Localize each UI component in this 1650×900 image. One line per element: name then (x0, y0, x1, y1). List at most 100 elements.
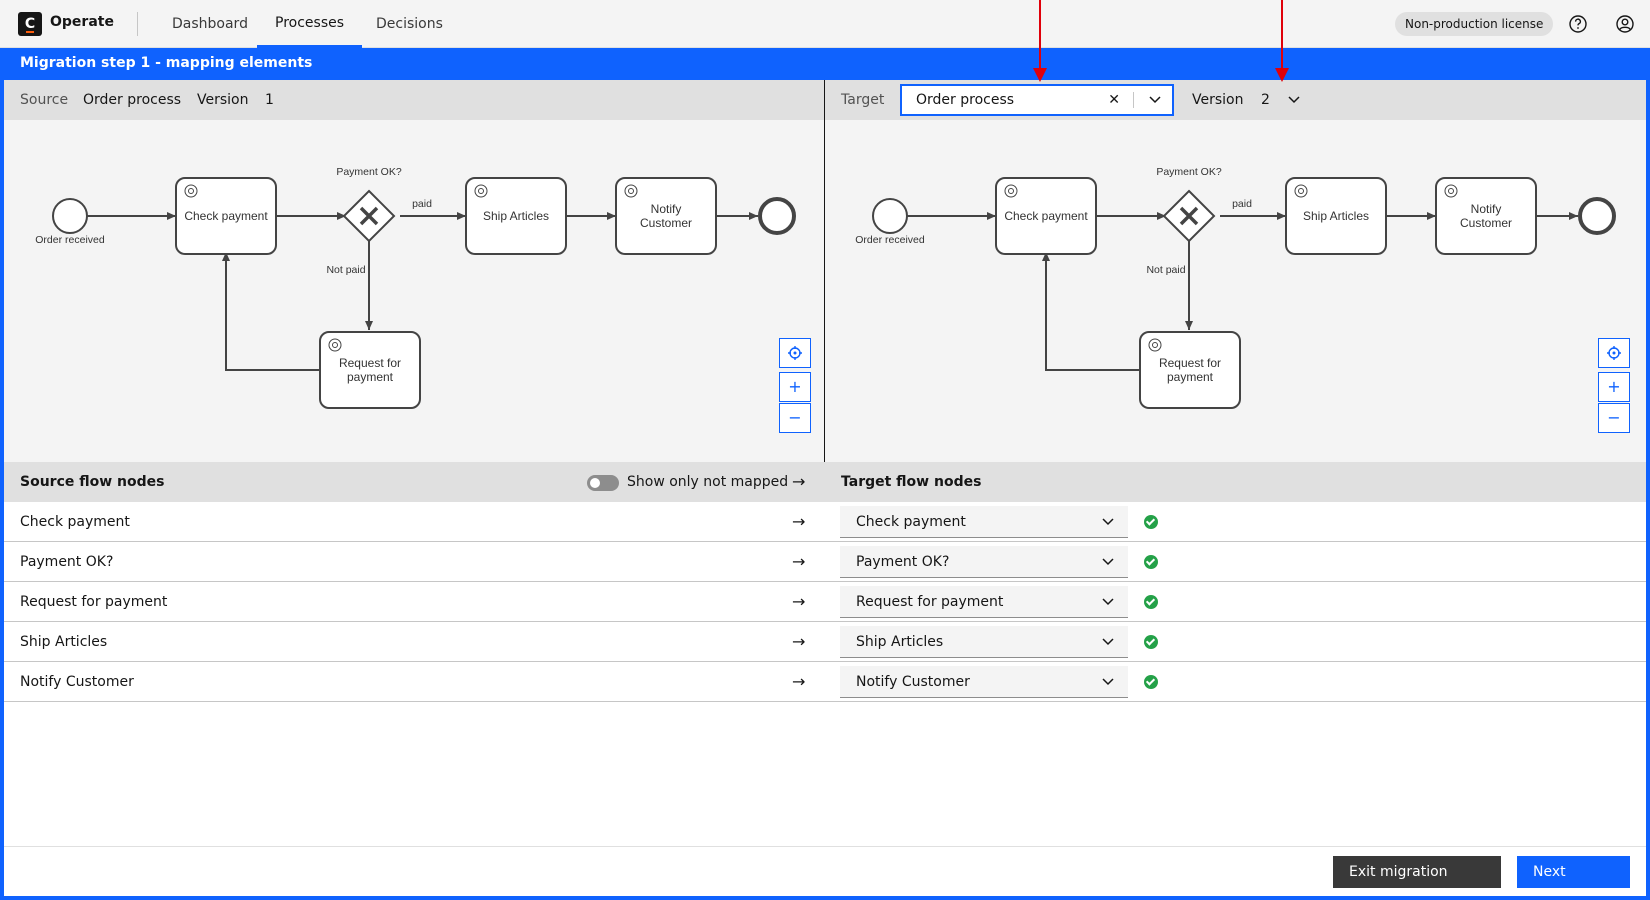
source-diagram[interactable]: Order received Check payment Payment OK?… (4, 120, 824, 462)
source-panel-header: Source Order process Version 1 (4, 80, 824, 120)
task-check-payment[interactable] (175, 177, 277, 255)
nav-decisions[interactable]: Decisions (376, 16, 443, 32)
version-chevron-down-icon[interactable] (1287, 93, 1301, 107)
target-label-request-line2: payment (1167, 370, 1214, 384)
target-task-notify-customer[interactable] (1435, 177, 1537, 255)
label-check-payment: Check payment (184, 209, 268, 223)
target-exclusive-gateway[interactable] (1162, 189, 1216, 243)
source-node-name: Request for payment (20, 594, 168, 610)
header-arrow-icon: → (792, 472, 806, 491)
target-flow-nodes-header: Target flow nodes (841, 474, 982, 490)
target-end-event[interactable] (1578, 197, 1616, 235)
task-ship-articles[interactable] (465, 177, 567, 255)
task-request-payment[interactable] (319, 331, 421, 409)
target-task-request-payment[interactable] (1139, 331, 1241, 409)
migration-title: Migration step 1 - mapping elements (20, 55, 313, 71)
target-bpmn-diagram: Order received Check payment Payment OK?… (855, 166, 1616, 409)
target-label-check-payment: Check payment (1004, 209, 1088, 223)
target-label-paid: paid (1232, 198, 1252, 210)
service-task-gear-icons (184, 184, 638, 352)
task-notify-customer[interactable] (615, 177, 717, 255)
show-not-mapped-toggle[interactable] (587, 475, 619, 491)
chevron-down-icon (1102, 638, 1114, 646)
annotation-arrow-icon (1033, 0, 1047, 82)
license-badge[interactable]: Non-production license (1395, 12, 1554, 36)
nav-processes[interactable]: Processes (257, 0, 363, 48)
nav-dashboard[interactable]: Dashboard (172, 16, 248, 32)
next-button[interactable]: Next (1517, 856, 1630, 888)
table-row: Request for payment → Request for paymen… (4, 582, 1646, 622)
source-node-name: Payment OK? (20, 554, 114, 570)
end-event[interactable] (758, 197, 796, 235)
target-node-dropdown[interactable]: Notify Customer (840, 666, 1128, 698)
exclusive-gateway[interactable] (342, 189, 396, 243)
target-node-dropdown[interactable]: Request for payment (840, 586, 1128, 618)
chevron-down-icon (1102, 678, 1114, 686)
table-row: Ship Articles → Ship Articles (4, 622, 1646, 662)
start-event[interactable] (52, 198, 88, 234)
app-name[interactable]: Operate (50, 14, 114, 30)
target-zoom-out-button[interactable]: − (1598, 403, 1630, 433)
target-diagram[interactable]: Order received Check payment Payment OK?… (825, 120, 1646, 462)
mapped-check-icon (1144, 555, 1158, 569)
target-label-notify-line1: Notify (1471, 202, 1502, 216)
target-label: Target (841, 92, 885, 108)
source-version-label: Version (197, 92, 249, 108)
label-request-line2: payment (347, 370, 394, 384)
zoom-in-button[interactable]: + (779, 372, 811, 402)
help-icon[interactable] (1568, 14, 1588, 34)
panel-divider (824, 80, 825, 462)
target-label-ship-articles: Ship Articles (1303, 209, 1369, 223)
target-process-combobox[interactable]: Order process ✕ (900, 84, 1174, 116)
mapped-check-icon (1144, 635, 1158, 649)
label-payment-ok: Payment OK? (336, 166, 402, 178)
target-version-value[interactable]: 2 (1261, 92, 1270, 108)
target-node-dropdown[interactable]: Payment OK? (840, 546, 1128, 578)
mapped-check-icon (1144, 675, 1158, 689)
migration-frame: Migration step 1 - mapping elements Sour… (0, 48, 1650, 900)
target-node-value: Ship Articles (856, 634, 944, 650)
toggle-label: Show only not mapped (627, 474, 789, 490)
target-node-dropdown[interactable]: Check payment (840, 506, 1128, 538)
arrow-right-icon: → (792, 552, 806, 571)
target-label-not-paid: Not paid (1146, 264, 1185, 276)
camunda-logo[interactable]: C (18, 12, 42, 36)
target-process-value: Order process (916, 92, 1015, 108)
target-label-notify-line2: Customer (1460, 216, 1512, 230)
mapped-check-icon (1144, 595, 1158, 609)
target-node-value: Request for payment (856, 594, 1004, 610)
mapped-check-icon (1144, 515, 1158, 529)
mapping-table-header: Source flow nodes Show only not mapped →… (4, 462, 1646, 502)
target-task-check-payment[interactable] (995, 177, 1097, 255)
source-bpmn-diagram: Order received Check payment Payment OK?… (35, 166, 796, 409)
target-node-dropdown[interactable]: Ship Articles (840, 626, 1128, 658)
label-not-paid: Not paid (326, 264, 365, 276)
zoom-out-button[interactable]: − (779, 403, 811, 433)
combobox-divider (1133, 92, 1134, 108)
user-icon[interactable] (1615, 14, 1635, 34)
target-start-event[interactable] (872, 198, 908, 234)
label-notify-line1: Notify (651, 202, 682, 216)
target-task-ship-articles[interactable] (1285, 177, 1387, 255)
target-reset-diagram-button[interactable] (1598, 338, 1630, 368)
source-node-name: Notify Customer (20, 674, 134, 690)
label-request-line1: Request for (339, 356, 401, 370)
chevron-down-icon (1102, 598, 1114, 606)
chevron-down-icon[interactable] (1148, 86, 1162, 114)
header-divider (137, 12, 138, 36)
label-order-received: Order received (35, 234, 105, 246)
exit-migration-button[interactable]: Exit migration (1333, 856, 1501, 888)
table-row: Payment OK? → Payment OK? (4, 542, 1646, 582)
target-gear-icons (1004, 184, 1458, 352)
target-node-value: Payment OK? (856, 554, 950, 570)
clear-icon[interactable]: ✕ (1108, 92, 1120, 108)
source-label: Source (20, 92, 69, 108)
label-paid: paid (412, 198, 432, 210)
source-flow-nodes-header: Source flow nodes (20, 474, 165, 490)
target-panel-header: Target Order process ✕ Version 2 (825, 80, 1646, 120)
crosshair-icon (788, 346, 802, 360)
target-zoom-in-button[interactable]: + (1598, 372, 1630, 402)
arrow-right-icon: → (792, 512, 806, 531)
annotation-arrow-icon (1275, 0, 1289, 82)
reset-diagram-button[interactable] (779, 338, 811, 368)
